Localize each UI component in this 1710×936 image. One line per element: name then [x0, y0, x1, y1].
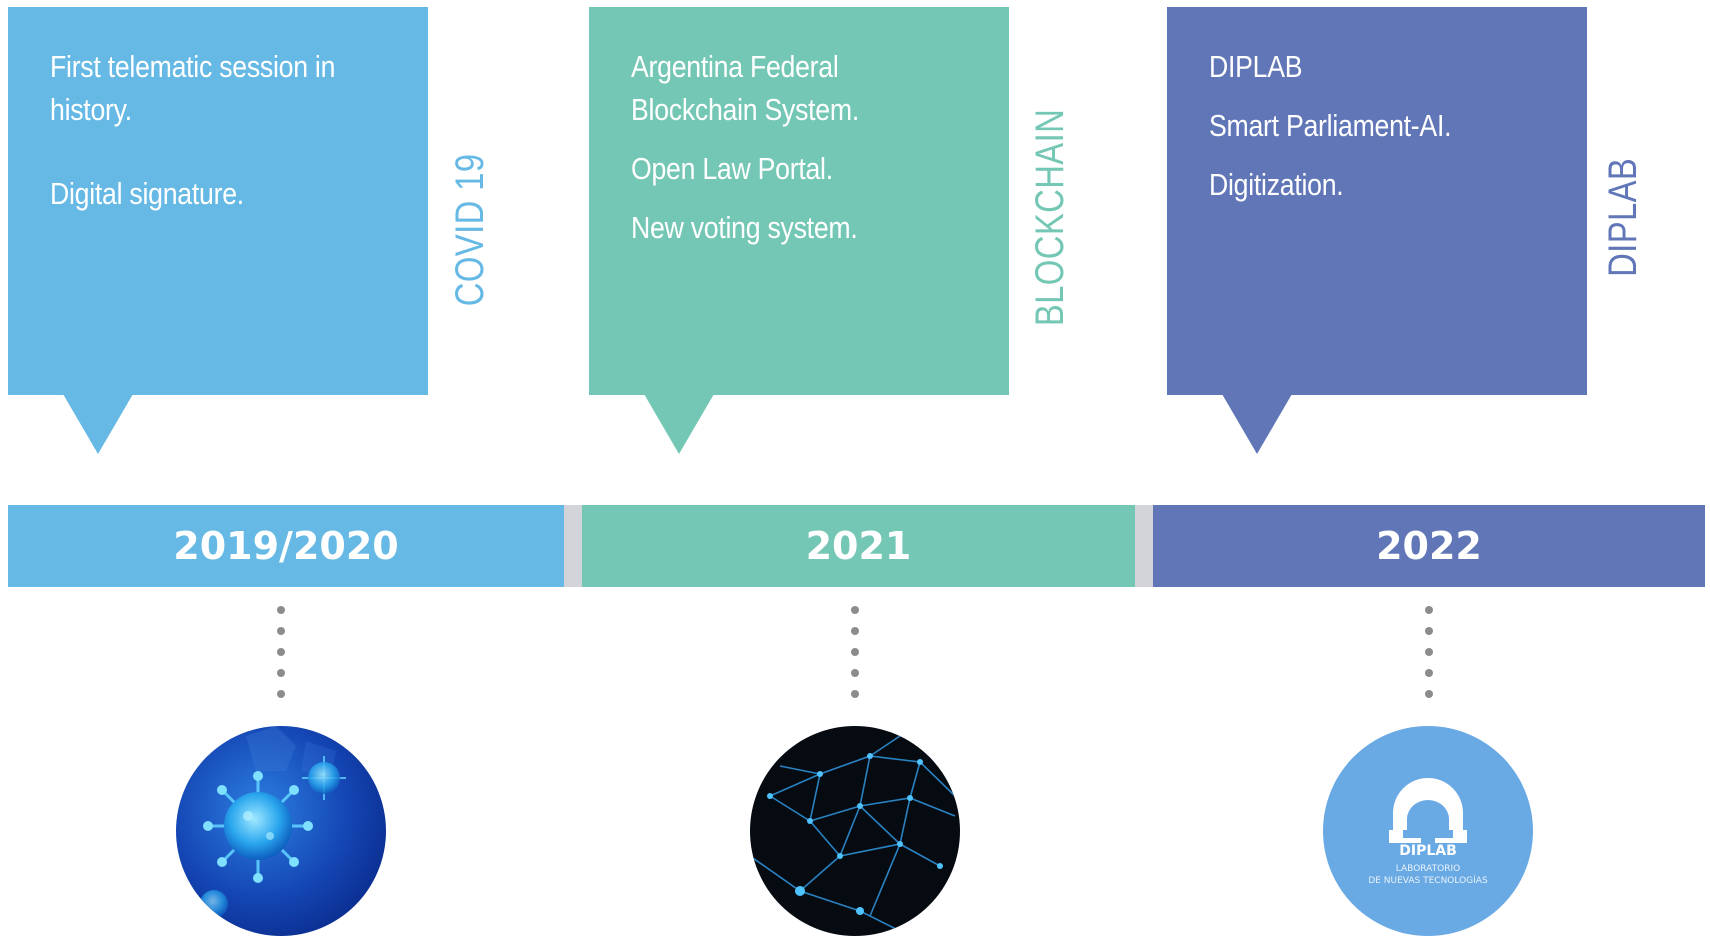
year-label-2019-2020: 2019/2020: [173, 524, 399, 568]
side-label-blockchain: BLOCKCHAIN: [1028, 108, 1072, 327]
card-covid-line-2: history.: [50, 92, 132, 127]
diplab-logo-title: DIPLAB: [1399, 843, 1457, 859]
diplab-logo: DIPLAB LABORATORIO DE NUEVAS TECNOLOGÍAS: [1323, 726, 1533, 936]
dotted-connector: [851, 606, 859, 711]
card-diplab-line-2: Smart Parliament-AI.: [1209, 108, 1452, 143]
card-covid-pointer: [63, 394, 133, 454]
year-separator: [1135, 505, 1153, 587]
diplab-logo-subtitle-2: DE NUEVAS TECNOLOGÍAS: [1368, 874, 1488, 886]
year-label-2022: 2022: [1376, 524, 1482, 568]
card-diplab-pointer: [1222, 394, 1292, 454]
side-label-covid: COVID 19: [448, 153, 492, 307]
blockchain-network-image: [750, 726, 960, 936]
card-blockchain-line-4: New voting system.: [631, 210, 858, 245]
card-diplab-line-3: Digitization.: [1209, 167, 1344, 202]
diplab-logo-subtitle-1: LABORATORIO: [1396, 864, 1460, 874]
card-covid: First telematic session in history. Digi…: [8, 7, 428, 395]
card-blockchain: Argentina Federal Blockchain System. Ope…: [589, 7, 1009, 395]
virus-image: [176, 726, 386, 936]
dotted-connector: [1425, 606, 1433, 711]
year-bar-2019-2020: 2019/2020: [8, 505, 564, 587]
card-blockchain-pointer: [644, 394, 714, 454]
card-blockchain-line-1: Argentina Federal: [631, 49, 839, 84]
card-blockchain-line-2: Blockchain System.: [631, 92, 859, 127]
year-separator: [564, 505, 582, 587]
card-diplab: DIPLAB Smart Parliament-AI. Digitization…: [1167, 7, 1587, 395]
year-bar-2021: 2021: [582, 505, 1135, 587]
year-bar-2022: 2022: [1153, 505, 1705, 587]
card-diplab-line-1: DIPLAB: [1209, 49, 1303, 84]
card-covid-line-1: First telematic session in: [50, 49, 336, 84]
card-covid-line-3: Digital signature.: [50, 176, 244, 211]
card-blockchain-line-3: Open Law Portal.: [631, 151, 833, 186]
side-label-diplab: DIPLAB: [1601, 157, 1645, 277]
dotted-connector: [277, 606, 285, 711]
year-label-2021: 2021: [805, 524, 912, 568]
